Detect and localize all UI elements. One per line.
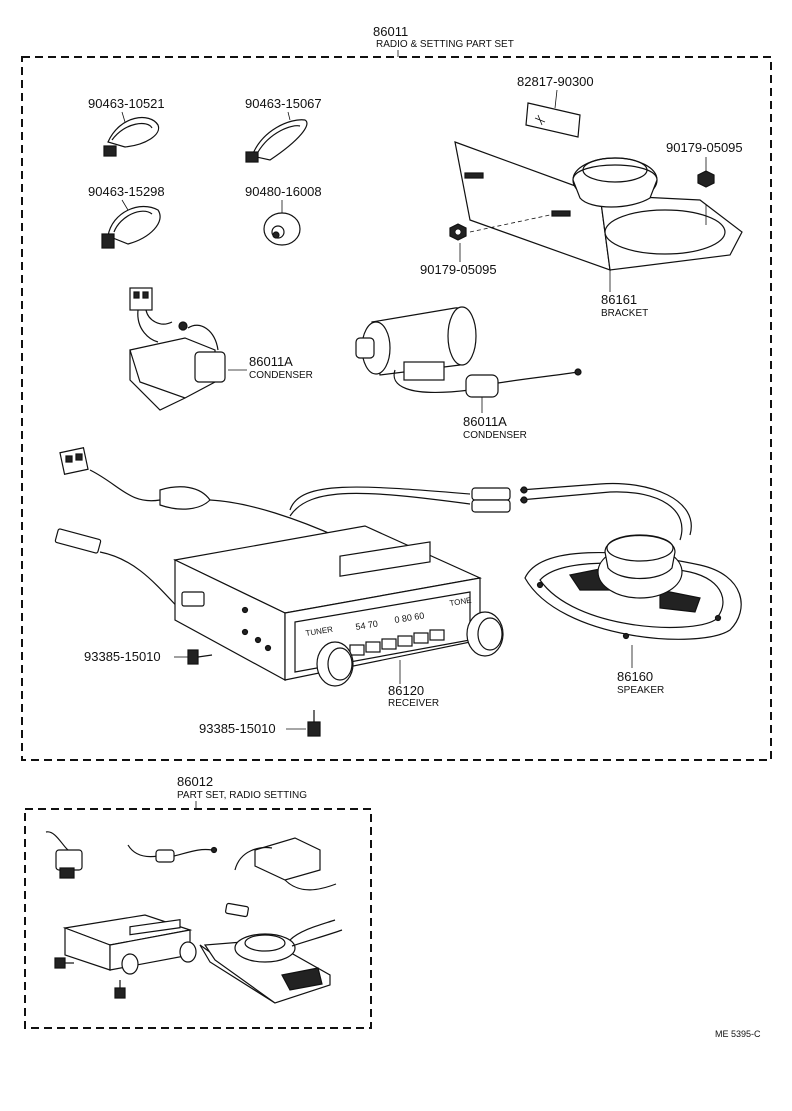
label-90463-15298: 90463-15298	[88, 184, 165, 199]
receiver-dial-right: 0 80 60	[394, 610, 425, 625]
label-90179-05095-top: 90179-05095	[666, 140, 743, 155]
screw-93385-15010-a	[174, 649, 213, 665]
condenser-86011a-right	[465, 368, 582, 413]
clamp-90463-10521	[103, 111, 160, 157]
sub-set-name: PART SET, RADIO SETTING	[177, 790, 307, 801]
main-set-frame	[21, 56, 772, 761]
nut-90179-05095-top	[697, 157, 715, 188]
main-set-name: RADIO & SETTING PART SET	[376, 39, 514, 50]
label-93385-15010-a: 93385-15010	[84, 649, 161, 664]
clamp-90463-15298	[101, 199, 161, 249]
nut-90179-05095-left	[449, 223, 467, 241]
receiver-dial-left: 54 70	[355, 619, 379, 632]
main-set-number: 86011	[373, 24, 408, 39]
grommet-90480-16008	[263, 200, 301, 246]
condenser-right-name: CONDENSER	[463, 430, 527, 441]
condenser-left-number: 86011A	[249, 354, 293, 369]
label-82817-90300: 82817-90300	[517, 74, 594, 89]
speaker-86160	[524, 534, 742, 640]
label-90463-10521: 90463-10521	[88, 96, 165, 111]
clip-82817-90300	[525, 89, 581, 138]
bracket-name: BRACKET	[601, 308, 648, 319]
condenser-right-number: 86011A	[463, 414, 507, 429]
receiver-name: RECEIVER	[388, 698, 439, 709]
speaker-name: SPEAKER	[617, 685, 664, 696]
ignition-coil	[355, 306, 477, 393]
label-90179-05095-left: 90179-05095	[420, 262, 497, 277]
label-93385-15010-b: 93385-15010	[199, 721, 276, 736]
sub-set-parts	[45, 831, 343, 1004]
bracket-86161	[454, 141, 743, 271]
label-90463-15067: 90463-15067	[245, 96, 322, 111]
condenser-left-name: CONDENSER	[249, 370, 313, 381]
sub-set-frame	[24, 808, 372, 1029]
receiver-86120	[173, 525, 504, 687]
receiver-tone-label: TONE	[449, 596, 472, 608]
receiver-number: 86120	[388, 683, 424, 698]
condenser-86011a-left	[129, 287, 226, 411]
screw-93385-15010-b	[286, 710, 321, 737]
label-90480-16008: 90480-16008	[245, 184, 322, 199]
speaker-number: 86160	[617, 669, 653, 684]
clamp-90463-15067	[245, 111, 308, 163]
wiring-harness	[54, 447, 692, 621]
receiver-tuner-label: TUNER	[305, 625, 334, 638]
footer-code: ME 5395-C	[715, 1029, 761, 1039]
bracket-number: 86161	[601, 292, 637, 307]
sub-set-number: 86012	[177, 774, 213, 789]
